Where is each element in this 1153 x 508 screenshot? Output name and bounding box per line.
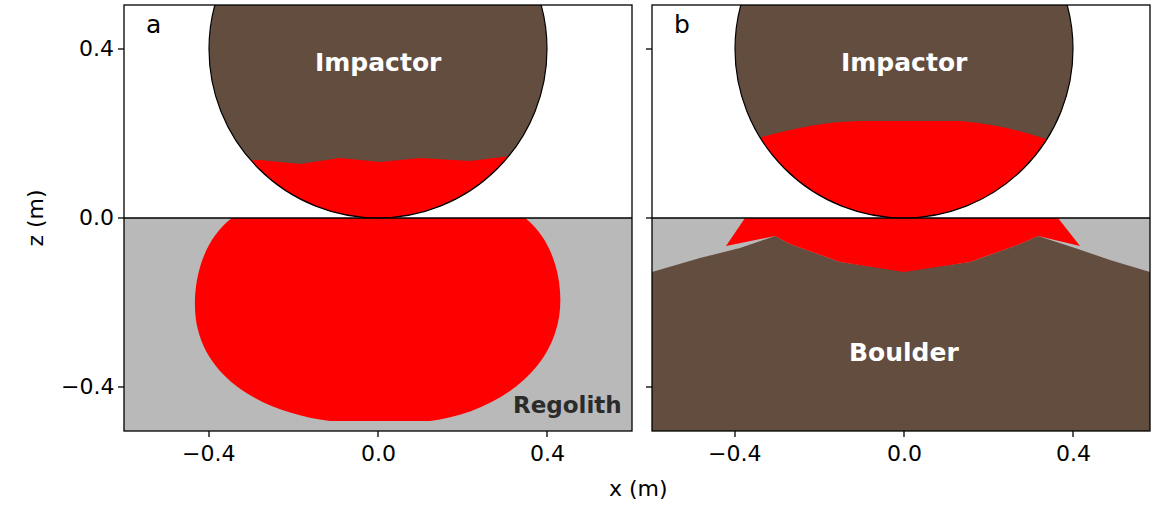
panel-a: [124, 5, 632, 431]
surface-line: [124, 217, 632, 219]
tick-label: 0.4: [79, 38, 114, 60]
tick-label: 0.0: [79, 207, 114, 229]
tick-label: 0.0: [887, 443, 922, 465]
axes-frame: [124, 5, 632, 431]
panel-letter: b: [674, 12, 690, 37]
tick-label: −0.4: [708, 443, 761, 465]
tick-label: 0.4: [1056, 443, 1091, 465]
tick-label: 0.4: [530, 443, 565, 465]
regolith-region: [124, 218, 632, 431]
impactor-damage: [200, 156, 560, 230]
region-label: Regolith: [513, 394, 622, 417]
axis-title: x (m): [609, 478, 668, 500]
panel-letter: a: [146, 12, 161, 37]
region-label: Impactor: [315, 50, 441, 75]
damage-zone: [195, 218, 560, 421]
surface-line: [652, 217, 1150, 219]
axes-frame: [652, 5, 1150, 431]
impactor-damage: [720, 121, 1090, 230]
axis-title: z (m): [25, 189, 47, 246]
tick-label: −0.4: [61, 376, 114, 398]
impactor-outline: [209, 5, 547, 218]
axis-ticks: [118, 49, 1073, 437]
regolith-region: [652, 218, 1150, 431]
panel-b: [652, 5, 1150, 431]
damage-zone: [726, 218, 1080, 272]
tick-label: 0.0: [361, 443, 396, 465]
impactor-outline: [735, 5, 1073, 218]
region-label: Impactor: [841, 50, 967, 75]
region-label: Boulder: [849, 340, 959, 365]
tick-label: −0.4: [182, 443, 235, 465]
